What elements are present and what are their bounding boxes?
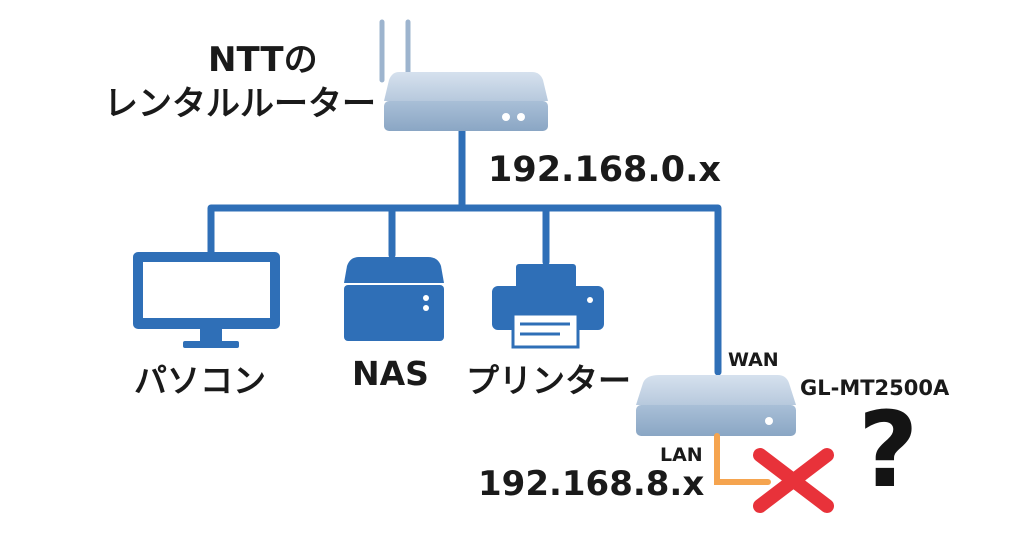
cross-icon bbox=[753, 448, 834, 513]
network-lines bbox=[207, 124, 722, 376]
wan-port-label: WAN bbox=[728, 349, 779, 371]
antenna-icon bbox=[379, 19, 411, 83]
main-router-name-line1: NTTの bbox=[208, 40, 318, 80]
nas-label: NAS bbox=[352, 354, 429, 393]
lan-cable bbox=[714, 433, 771, 485]
bus-line bbox=[207, 204, 722, 376]
lan-subnet-label: 192.168.8.x bbox=[478, 464, 705, 504]
printer-label: プリンター bbox=[466, 361, 631, 400]
monitor-icon bbox=[133, 252, 280, 348]
travel-router-model: GL-MT2500A bbox=[800, 376, 950, 400]
router-icon bbox=[384, 72, 548, 131]
main-router-name-line2: レンタルルーター bbox=[104, 84, 376, 124]
main-subnet-label: 192.168.0.x bbox=[488, 150, 721, 190]
printer-icon bbox=[492, 264, 604, 349]
lan-port-label: LAN bbox=[660, 444, 703, 466]
travel-router-icon bbox=[636, 375, 796, 436]
pc-label: パソコン bbox=[134, 361, 266, 400]
question-icon: ? bbox=[858, 389, 919, 511]
nas-icon bbox=[344, 257, 444, 341]
